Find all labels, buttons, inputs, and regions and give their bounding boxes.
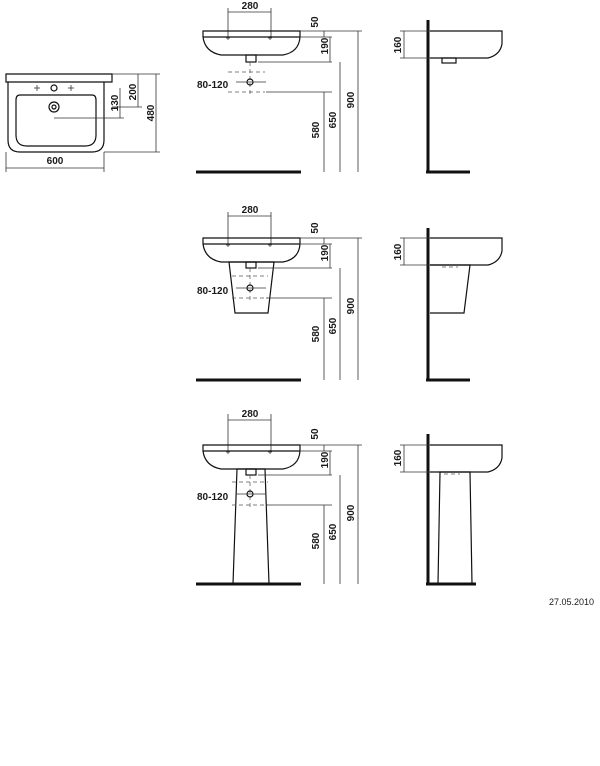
wall-hung-side-view: 160 — [393, 20, 503, 174]
dim-80-120: 80-120 — [197, 286, 229, 297]
plan-view: 600 480 200 130 — [5, 73, 160, 172]
fixing-mark — [268, 243, 272, 247]
dim-160: 160 — [393, 36, 404, 53]
dim-80-120: 80-120 — [197, 492, 229, 503]
dim-650: 650 — [328, 523, 339, 540]
dim-650: 650 — [328, 317, 339, 334]
dim-280: 280 — [242, 1, 259, 12]
dim-width: 600 — [47, 156, 64, 167]
semi-pedestal-side — [430, 264, 471, 314]
pedestal-side — [437, 471, 473, 585]
fixing-mark — [226, 36, 230, 40]
tap-hole-icon — [50, 84, 58, 92]
dim-900: 900 — [346, 297, 357, 314]
fixing-mark — [226, 243, 230, 247]
dim-580: 580 — [311, 121, 322, 138]
dim-280: 280 — [242, 205, 259, 216]
wall-hung-front-view: 280 80-120 50 190 580 650 900 — [196, 1, 362, 174]
pedestal-front-view: 280 80-120 50 190 580 650 900 — [196, 409, 362, 586]
semi-pedestal — [228, 261, 275, 314]
dim-900: 900 — [346, 504, 357, 521]
basin-front — [202, 237, 301, 263]
drain-icon — [48, 101, 60, 113]
dim-190: 190 — [320, 244, 331, 261]
dim-50: 50 — [310, 16, 321, 28]
waste-outlet — [245, 468, 257, 476]
dim-200: 200 — [128, 83, 139, 100]
dim-80-120: 80-120 — [197, 80, 229, 91]
fixing-mark — [268, 36, 272, 40]
pedestal-side-view: 160 — [393, 434, 503, 586]
fixing-mark — [268, 450, 272, 454]
drawing-date: 27.05.2010 — [549, 597, 594, 607]
dim-280: 280 — [242, 409, 259, 420]
dim-depth: 480 — [146, 104, 157, 121]
dim-650: 650 — [328, 111, 339, 128]
plan-basin-outline — [7, 82, 105, 153]
basin-side — [430, 30, 503, 59]
dim-580: 580 — [311, 532, 322, 549]
dim-900: 900 — [346, 91, 357, 108]
pedestal — [232, 468, 270, 585]
dim-580: 580 — [311, 325, 322, 342]
basin-front — [202, 444, 301, 470]
fixing-mark — [226, 450, 230, 454]
dim-50: 50 — [310, 222, 321, 234]
basin-front — [202, 30, 301, 56]
waste-outlet — [441, 57, 457, 64]
waste-outlet — [245, 261, 257, 269]
dim-190: 190 — [320, 37, 331, 54]
dim-50: 50 — [310, 428, 321, 440]
basin-side — [430, 444, 503, 473]
plan-bowl — [15, 94, 97, 147]
semi-pedestal-front-view: 280 80-120 50 190 580 650 900 — [196, 205, 362, 382]
basin-side — [430, 237, 503, 266]
semi-pedestal-side-view: 160 — [393, 228, 503, 382]
dim-190: 190 — [320, 451, 331, 468]
dim-160: 160 — [393, 449, 404, 466]
plan-basin-rim — [5, 73, 113, 83]
drain-inner-icon — [51, 104, 57, 110]
dim-160: 160 — [393, 243, 404, 260]
waste-outlet — [245, 54, 257, 63]
dim-130: 130 — [110, 94, 121, 111]
